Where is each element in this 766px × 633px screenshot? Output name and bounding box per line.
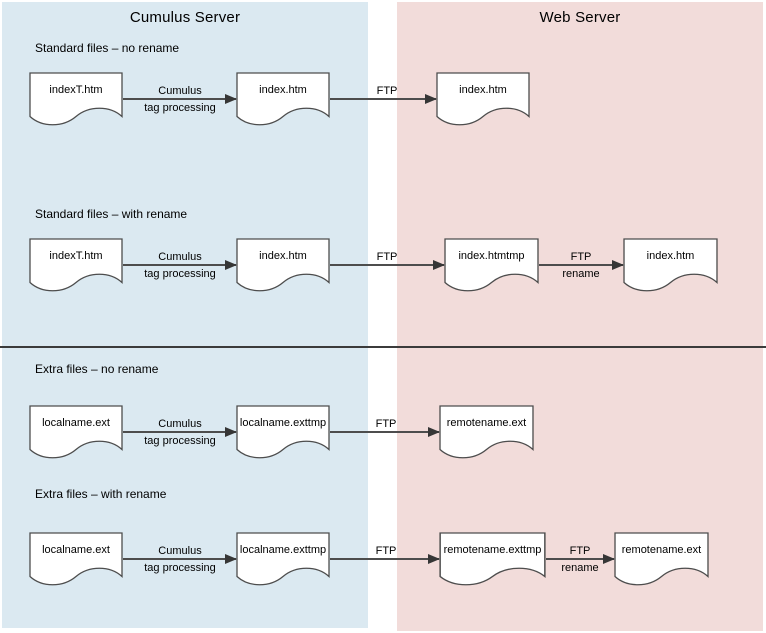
arrowhead-icon	[225, 427, 237, 437]
document-label: indexT.htm	[49, 84, 103, 96]
flow-arrow	[330, 554, 440, 564]
document-node: index.htm	[236, 72, 330, 130]
document-node: indexT.htm	[29, 238, 123, 296]
document-label: localname.ext	[42, 417, 110, 429]
arrow-label: tag processing	[144, 562, 216, 574]
arrowhead-icon	[428, 427, 440, 437]
arrow-label: FTP	[569, 545, 591, 557]
document-node: index.htm	[236, 238, 330, 296]
document-label: remotename.exttmp	[443, 544, 542, 556]
document-shape-icon	[439, 532, 546, 586]
arrowhead-icon	[225, 554, 237, 564]
arrowhead-icon	[603, 554, 615, 564]
section-label-standard-no-rename: Standard files – no rename	[35, 41, 180, 55]
document-label: localname.ext	[42, 544, 110, 556]
arrow-label: FTP	[376, 85, 398, 97]
document-shape-icon	[236, 532, 330, 586]
arrow-label: tag processing	[144, 102, 216, 114]
arrowhead-icon	[612, 260, 624, 270]
document-shape-icon	[436, 72, 530, 126]
flow-arrow	[330, 94, 437, 104]
document-node: indexT.htm	[29, 72, 123, 130]
arrow-label: Cumulus	[158, 85, 202, 97]
flow-arrow	[330, 260, 445, 270]
document-shape-icon	[29, 405, 123, 459]
flow-arrow	[123, 94, 237, 104]
flow-arrow	[330, 427, 440, 437]
document-shape-icon	[623, 238, 718, 292]
flow-arrow	[123, 554, 237, 564]
document-label: localname.exttmp	[239, 544, 327, 556]
section-label-extra-with-rename: Extra files – with rename	[35, 487, 167, 501]
document-shape-icon	[236, 238, 330, 292]
arrow-label: Cumulus	[158, 545, 202, 557]
document-node: localname.ext	[29, 405, 123, 463]
document-node: remotename.ext	[614, 532, 709, 590]
arrow-label: rename	[562, 268, 600, 280]
document-label: index.htm	[259, 250, 307, 262]
document-node: remotename.ext	[439, 405, 534, 463]
arrow-label: FTP	[375, 418, 397, 430]
document-shape-icon	[444, 238, 539, 292]
arrowhead-icon	[225, 260, 237, 270]
section-label-standard-with-rename: Standard files – with rename	[35, 207, 188, 221]
flow-arrow	[546, 554, 615, 564]
document-node: localname.exttmp	[236, 532, 330, 590]
section-label-extra-no-rename: Extra files – no rename	[35, 362, 159, 376]
flow-arrow	[123, 260, 237, 270]
document-label: index.htm	[459, 84, 507, 96]
section-divider-line	[0, 346, 766, 348]
document-shape-icon	[614, 532, 709, 586]
document-shape-icon	[29, 532, 123, 586]
document-shape-icon	[29, 238, 123, 292]
document-shape-icon	[29, 72, 123, 126]
arrowhead-icon	[428, 554, 440, 564]
flow-arrow	[539, 260, 624, 270]
arrow-label: tag processing	[144, 435, 216, 447]
web-server-title: Web Server	[539, 9, 621, 26]
arrow-label: tag processing	[144, 268, 216, 280]
document-node: index.htm	[623, 238, 718, 296]
cumulus-server-title: Cumulus Server	[129, 9, 241, 26]
arrow-label: FTP	[570, 251, 592, 263]
arrowhead-icon	[425, 94, 437, 104]
document-node: localname.ext	[29, 532, 123, 590]
document-label: remotename.ext	[621, 544, 702, 556]
document-label: localname.exttmp	[239, 417, 327, 429]
arrow-label: FTP	[376, 251, 398, 263]
document-label: index.htm	[259, 84, 307, 96]
document-shape-icon	[439, 405, 534, 459]
arrowhead-icon	[225, 94, 237, 104]
document-node: index.htm	[436, 72, 530, 130]
document-label: index.htmtmp	[458, 250, 525, 262]
document-node: remotename.exttmp	[439, 532, 546, 590]
document-shape-icon	[236, 405, 330, 459]
document-label: indexT.htm	[49, 250, 103, 262]
document-node: index.htmtmp	[444, 238, 539, 296]
arrow-label: FTP	[375, 545, 397, 557]
arrowhead-icon	[433, 260, 445, 270]
document-label: index.htm	[646, 250, 695, 262]
arrow-label: rename	[561, 562, 599, 574]
arrow-label: Cumulus	[158, 251, 202, 263]
document-label: remotename.ext	[446, 417, 527, 429]
document-node: localname.exttmp	[236, 405, 330, 463]
document-shape-icon	[236, 72, 330, 126]
arrow-label: Cumulus	[158, 418, 202, 430]
flow-arrow	[123, 427, 237, 437]
